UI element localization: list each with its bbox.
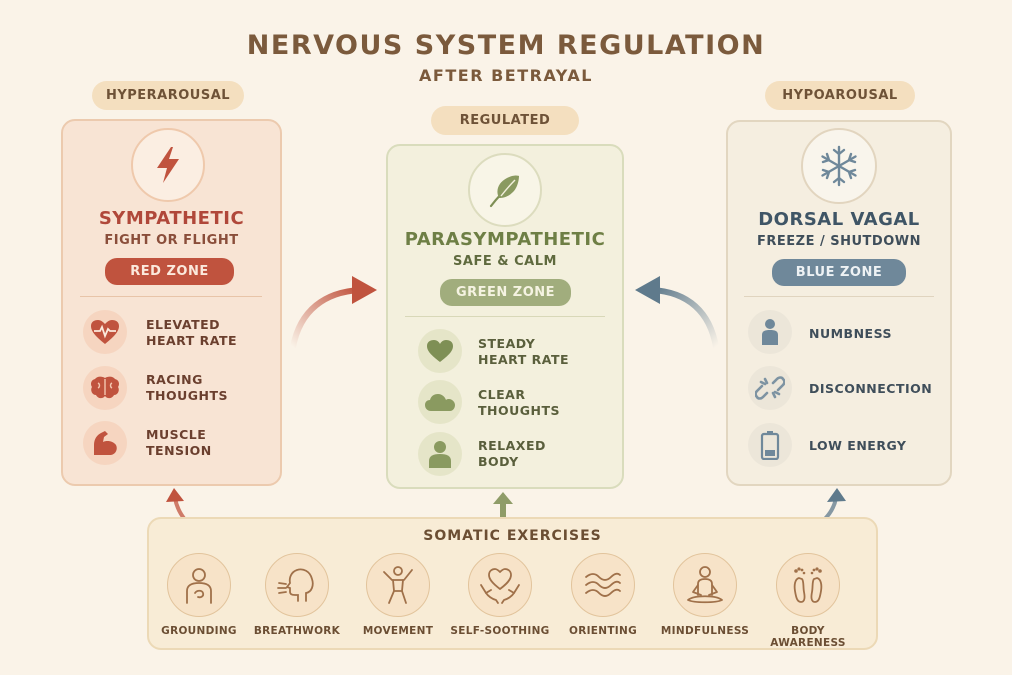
divider	[405, 316, 605, 317]
symptom-label: DISCONNECTION	[809, 381, 933, 396]
dorsal-vagal-subtitle: FREEZE / SHUTDOWN	[757, 234, 921, 249]
heart-icon	[418, 329, 462, 373]
exercise-label: GROUNDING	[161, 625, 237, 637]
snowflake-icon	[801, 128, 877, 204]
leaf-icon	[468, 153, 542, 227]
lightning-icon	[131, 128, 205, 202]
brain-icon	[83, 366, 127, 410]
green-zone-badge: GREEN ZONE	[440, 279, 571, 306]
body-awareness-icon	[776, 553, 840, 617]
exercise-label: BREATHWORK	[253, 625, 341, 637]
exercise-label: BODY AWARENESS	[770, 625, 846, 649]
orienting-icon	[571, 553, 635, 617]
regulated-tag: REGULATED	[431, 106, 579, 135]
sympathetic-subtitle: FIGHT OR FLIGHT	[104, 233, 239, 248]
page-subtitle: AFTER BETRAYAL	[419, 66, 593, 85]
exercise-label: ORIENTING	[568, 625, 638, 637]
low-battery-icon	[748, 423, 792, 467]
heart-rate-icon	[83, 310, 127, 354]
broken-link-icon	[748, 366, 792, 410]
exercise-label: SELF-SOOTHING	[450, 625, 550, 637]
somatic-exercises-title: SOMATIC EXERCISES	[423, 528, 602, 544]
breathwork-icon	[265, 553, 329, 617]
parasympathetic-subtitle: SAFE & CALM	[453, 254, 557, 269]
hypoarousal-tag: HYPOAROUSAL	[765, 81, 915, 110]
person-icon	[418, 432, 462, 476]
blue-zone-badge: BLUE ZONE	[772, 259, 906, 286]
page-title: NERVOUS SYSTEM REGULATION	[246, 30, 766, 61]
exercise-label: MINDFULNESS	[660, 625, 750, 637]
hyperarousal-tag: HYPERAROUSAL	[92, 81, 244, 110]
divider	[80, 296, 262, 297]
divider	[744, 296, 934, 297]
grounding-icon	[167, 553, 231, 617]
mindfulness-icon	[673, 553, 737, 617]
arrow-blue-to-green	[635, 276, 719, 350]
movement-icon	[366, 553, 430, 617]
arrow-red-to-green	[290, 276, 377, 350]
parasympathetic-title: PARASYMPATHETIC	[404, 229, 606, 250]
dorsal-vagal-title: DORSAL VAGAL	[758, 209, 920, 230]
sympathetic-title: SYMPATHETIC	[98, 208, 245, 229]
arrow-somatic-to-green	[493, 492, 513, 518]
self-soothing-icon	[468, 553, 532, 617]
person-icon	[748, 310, 792, 354]
exercise-label: MOVEMENT	[362, 625, 434, 637]
symptom-label: LOW ENERGY	[809, 438, 907, 453]
red-zone-badge: RED ZONE	[105, 258, 234, 285]
muscle-icon	[83, 421, 127, 465]
cloud-icon	[418, 380, 462, 424]
symptom-label: NUMBNESS	[809, 326, 893, 341]
